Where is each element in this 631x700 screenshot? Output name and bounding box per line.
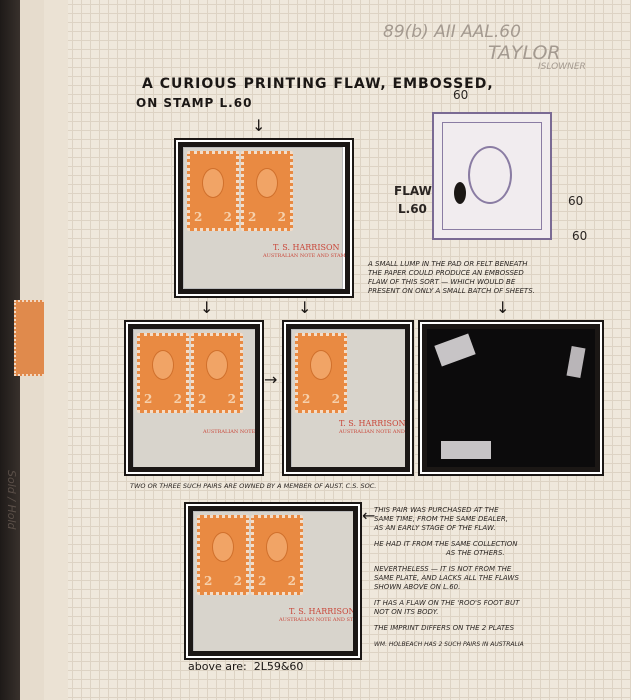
embossed-flaw-card [422, 324, 600, 472]
side-pencil-note: Sold / Hold [5, 470, 18, 530]
footer-label: above are: 2L59&60 [188, 660, 304, 673]
imprint-line-1: T. S. HARRISON [273, 243, 340, 252]
imprint-line-1: T. S. HARRISON [339, 419, 406, 428]
pencil-note-3: ISLOWNER [538, 62, 586, 72]
arrow-left-icon: ← [362, 506, 376, 525]
album-page: 89(b) AII AAL.60 TAYLOR ISLOWNER A CURIO… [68, 0, 631, 700]
imprint-line-2: AUSTRALIAN NOTE AND STAMP [279, 617, 358, 623]
right-label-2: 60 [572, 229, 588, 243]
position-label: L.60 [398, 202, 427, 216]
stamp-pair-block-middle: 22 T. S. HARRISON AUSTRALIAN NOTE AND ST… [286, 324, 410, 472]
imprint-line-1: T. S. HARRISON [289, 607, 356, 616]
stamp-design-diagram [432, 112, 552, 240]
diagram-top-label: 60 [453, 88, 469, 102]
album-binding [0, 0, 22, 700]
flaw-label: FLAW [394, 184, 432, 198]
imprint-line-2: AUSTRALIAN NOTE AND STAMP [263, 253, 350, 259]
arrow-down-icon: ↓ [298, 298, 312, 317]
imprint-line-2: AUSTRALIAN NOTE AND STAMP [203, 429, 256, 435]
imprint-line-2: AUSTRALIAN NOTE AND STAMP [339, 429, 410, 435]
arrow-right-icon: → [264, 370, 278, 389]
stamp-pair-block-left: 22 22 AUSTRALIAN NOTE AND STAMP [128, 324, 260, 472]
pencil-note-2: TAYLOR [488, 42, 561, 64]
heading-line-1: A CURIOUS PRINTING FLAW, EMBOSSED, [142, 76, 494, 92]
arrow-down-icon: ↓ [200, 298, 214, 317]
heading-line-2: ON STAMP L.60 [136, 96, 253, 110]
arrow-down-icon: ↓ [496, 298, 510, 317]
note-pairs: TWO OR THREE SUCH PAIRS ARE OWNED BY A M… [130, 482, 377, 490]
arrow-down-icon: ↓ [252, 116, 266, 135]
right-label-1: 60 [568, 194, 584, 208]
pencil-note-1: 89(b) AII AAL.60 [383, 22, 521, 42]
